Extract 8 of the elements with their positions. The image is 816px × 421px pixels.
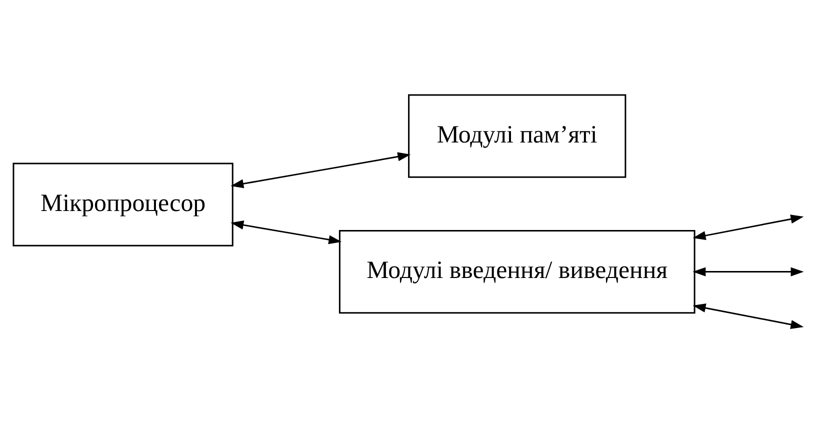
arrow xyxy=(692,266,804,276)
arrow xyxy=(692,214,804,240)
arrow xyxy=(230,220,342,244)
arrow xyxy=(230,152,411,188)
arrow xyxy=(692,303,804,328)
node-box: Мікропроцесор xyxy=(12,162,234,246)
node-box: Модулі введення/ виведення xyxy=(338,229,696,314)
node-box: Модулі пам’яті xyxy=(408,94,626,178)
